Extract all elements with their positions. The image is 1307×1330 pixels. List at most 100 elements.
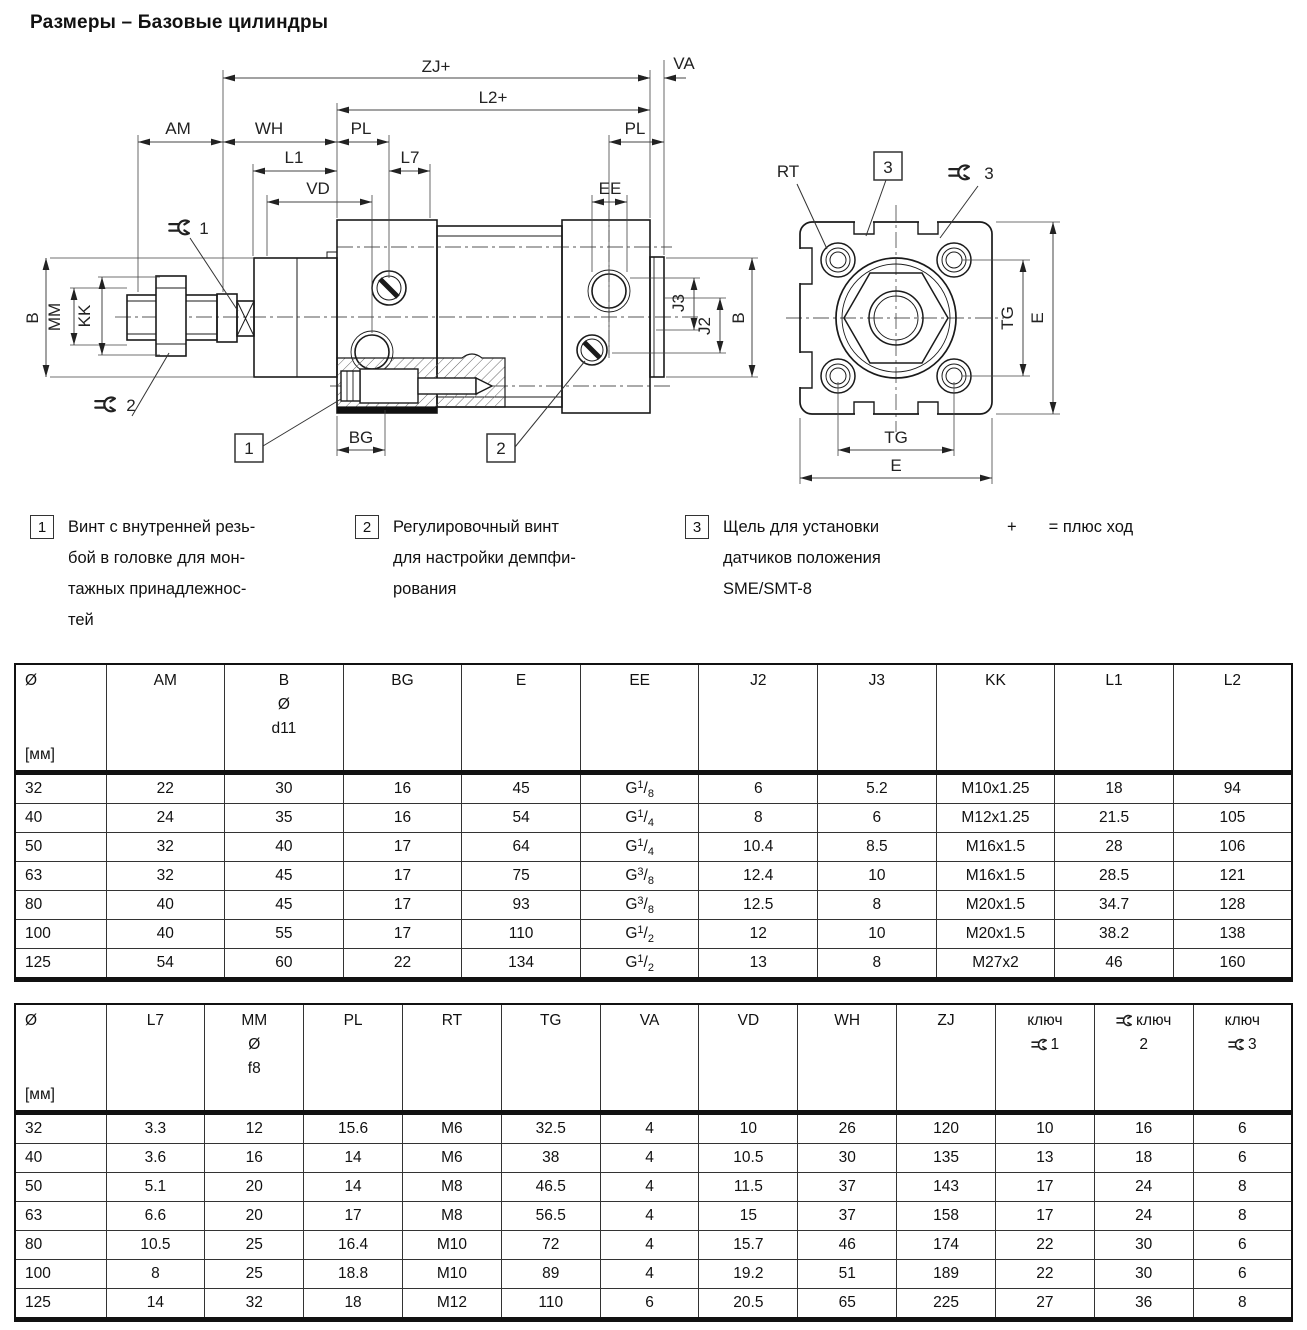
table-cell: 40 <box>105 919 226 949</box>
dim-label-am: AM <box>165 119 191 138</box>
table-cell: 15 <box>698 1201 799 1231</box>
dim-label-vd: VD <box>306 179 330 198</box>
table-cell: 10 <box>698 1112 799 1144</box>
table-cell: 10 <box>817 861 937 891</box>
table-cell: 46 <box>1054 948 1174 980</box>
column-header-VD: VD <box>698 1004 799 1115</box>
table-cell: 20.5 <box>698 1288 799 1320</box>
dim-label-pl-left: PL <box>351 119 372 138</box>
header-text: 2 <box>1139 1036 1148 1053</box>
table-cell: 16 <box>1093 1112 1194 1144</box>
table-cell: 45 <box>224 890 344 920</box>
row-header: 80 <box>14 1230 107 1260</box>
table-cell: 16 <box>342 803 463 833</box>
table-cell: 21.5 <box>1054 803 1174 833</box>
thread-size-cell: G1/8 <box>579 772 700 804</box>
header-text: VD <box>737 1012 760 1029</box>
table-cell: 56.5 <box>500 1201 601 1231</box>
header-text: PL <box>343 1012 363 1029</box>
table-cell: 128 <box>1172 890 1293 920</box>
table-cell: 37 <box>797 1172 898 1202</box>
legend-notes: 1 Винт с внутренней резь- бой в головке … <box>0 506 1307 658</box>
header-text: [мм] <box>25 746 55 763</box>
table-cell: M10x1.25 <box>935 772 1056 804</box>
column-header-ZJ: ZJ <box>896 1004 996 1115</box>
table-cell: 32 <box>105 832 226 862</box>
callout-2-number: 2 <box>496 439 505 458</box>
dim-label-tg-bottom: TG <box>884 428 908 447</box>
table-cell: 4 <box>599 1201 700 1231</box>
note-2-line: для настройки демпфи- <box>393 549 576 567</box>
table-cell: 6 <box>817 803 937 833</box>
table-cell: 11.5 <box>698 1172 799 1202</box>
thread-size-cell: G1/4 <box>579 803 700 833</box>
table-cell: 24 <box>1093 1201 1194 1231</box>
table-cell: M27x2 <box>935 948 1056 980</box>
note-2-number: 2 <box>355 515 379 539</box>
callouts <box>131 151 979 463</box>
row-header: 32 <box>14 772 107 804</box>
table-cell: 20 <box>204 1201 305 1231</box>
row-header: 40 <box>14 1143 107 1173</box>
thread-size-cell: G1/2 <box>579 948 700 980</box>
note-1-line: тей <box>68 611 94 629</box>
table-cell: 4 <box>599 1259 700 1289</box>
table-cell: 121 <box>1172 861 1293 891</box>
table-cell: 143 <box>896 1172 996 1202</box>
table-cell: 8 <box>1192 1288 1293 1320</box>
wrench-2-number: 2 <box>126 396 135 415</box>
table-cell: 27 <box>994 1288 1095 1320</box>
table-cell: 32 <box>204 1288 305 1320</box>
header-text: ZJ <box>937 1012 955 1029</box>
header-text: BG <box>391 672 414 689</box>
table-cell: 93 <box>461 890 581 920</box>
table-cell: 25 <box>204 1230 305 1260</box>
table-cell: 4 <box>599 1230 700 1260</box>
table-cell: 22 <box>342 948 463 980</box>
table-cell: 75 <box>461 861 581 891</box>
header-text: 1 <box>1050 1036 1060 1053</box>
table-cell: 4 <box>599 1112 700 1144</box>
cylinder-side-view <box>126 219 665 414</box>
wrench-icon <box>94 396 116 413</box>
table-cell: 17 <box>342 832 463 862</box>
table-cell: 12 <box>698 919 819 949</box>
note-2: 2 Регулировочный винт для настройки демп… <box>355 512 576 605</box>
wrench-icon <box>948 164 970 181</box>
table-cell: M20x1.5 <box>935 890 1056 920</box>
table-cell: 19.2 <box>698 1259 799 1289</box>
table-cell: 8 <box>817 890 937 920</box>
dim-label-ee: EE <box>599 179 622 198</box>
table-cell: 12 <box>204 1112 305 1144</box>
table-cell: 12.5 <box>698 890 819 920</box>
note-1-line: тажных принадлежнос- <box>68 580 247 598</box>
table-cell: 16 <box>204 1143 305 1173</box>
table-cell: 6 <box>1192 1230 1293 1260</box>
table-cell: 10 <box>817 919 937 949</box>
table-cell: 30 <box>224 772 344 804</box>
wrench-icon <box>1116 1014 1132 1027</box>
table-cell: 189 <box>896 1259 996 1289</box>
table-cell: 40 <box>105 890 226 920</box>
column-header-RT: RT <box>401 1004 502 1115</box>
column-header-J2: J2 <box>698 664 819 775</box>
table-cell: 3.6 <box>105 1143 206 1173</box>
note-2-line: рования <box>393 580 457 598</box>
column-header-WH: WH <box>797 1004 898 1115</box>
table-cell: 120 <box>896 1112 996 1144</box>
dim-label-e-bottom: E <box>890 456 901 475</box>
row-header: 80 <box>14 890 107 920</box>
plus-symbol: + <box>1007 518 1017 536</box>
table-cell: 72 <box>500 1230 601 1260</box>
column-header-dia: Ø[мм] <box>14 1004 107 1115</box>
plus-stroke-note: + = плюс ход <box>1007 512 1133 543</box>
table-cell: 60 <box>224 948 344 980</box>
